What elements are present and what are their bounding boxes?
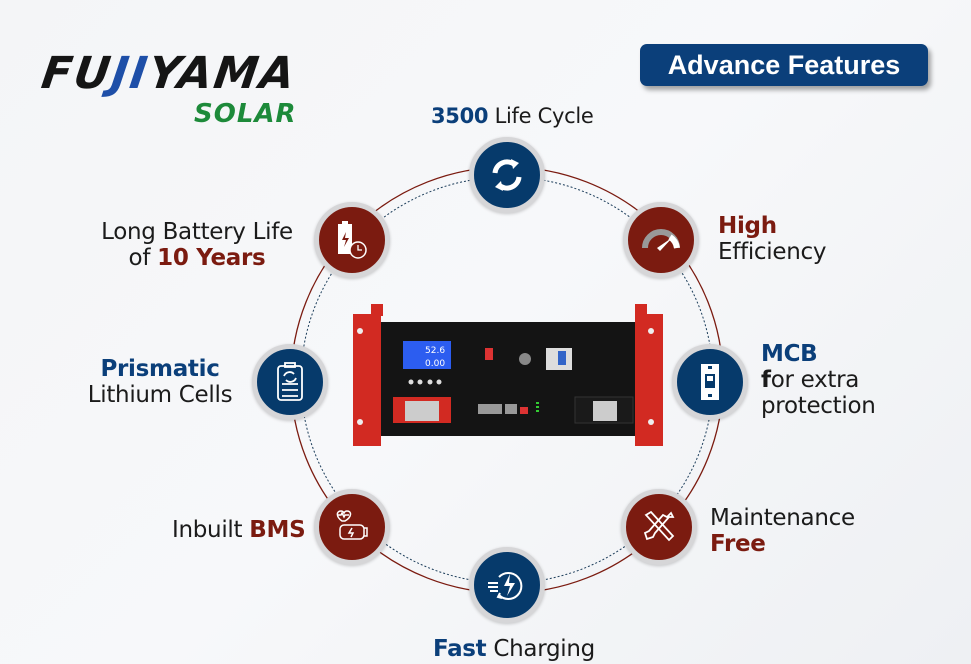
cycle-arrows-icon (469, 137, 545, 213)
fast-charge-icon (469, 547, 545, 623)
battery-clock-icon (314, 202, 390, 278)
brand-logo: FUJIYAMA SOLAR (38, 40, 322, 132)
section-badge: Advance Features (640, 44, 928, 86)
cell-icon (252, 344, 328, 420)
circuit-breaker-icon (672, 344, 748, 420)
lcd-voltage: 52.6 (425, 346, 445, 356)
gauge-icon (623, 202, 699, 278)
battery-product-image: 52.6 0.00 (353, 304, 663, 446)
tools-icon (621, 489, 697, 565)
battery-health-icon (314, 489, 390, 565)
logo-sub: SOLAR (194, 99, 297, 129)
feature-bms: Inbuilt BMS (172, 517, 306, 543)
feature-fast-charging: Fast Charging (433, 636, 595, 662)
lcd-current: 0.00 (425, 359, 445, 369)
feature-life-cycle: 3500 Life Cycle (431, 104, 594, 128)
